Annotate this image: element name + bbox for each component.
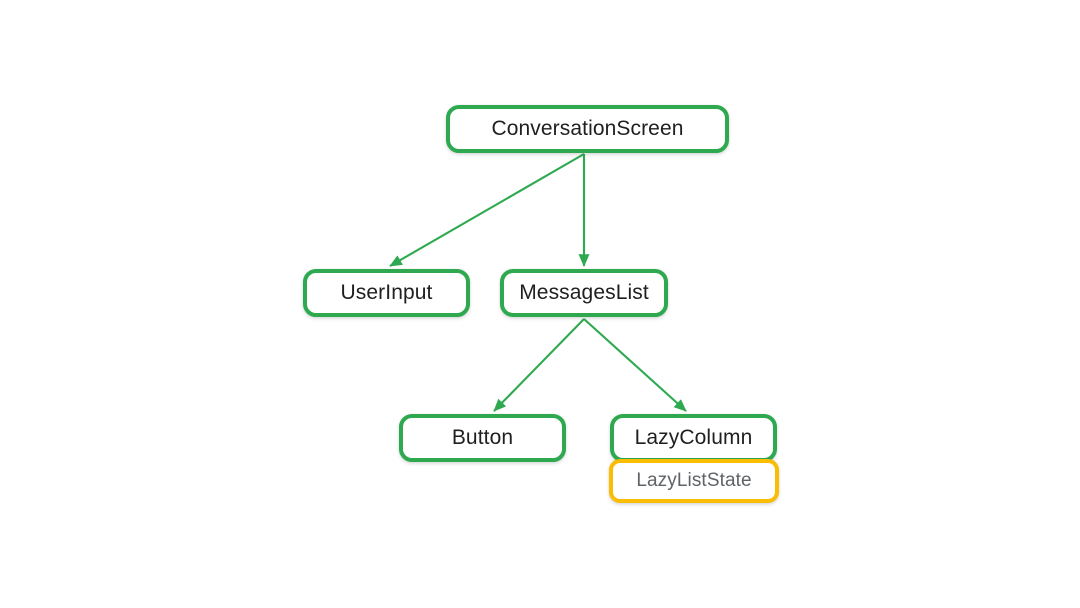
node-lazy-list-state[interactable]: LazyListState [609,459,779,503]
node-conversation-screen[interactable]: ConversationScreen [446,105,729,153]
node-label: LazyListState [636,470,752,491]
edge-messageslist-lazycolumn [583,318,687,412]
node-user-input[interactable]: UserInput [303,269,470,317]
node-label: LazyColumn [634,426,753,449]
node-messages-list[interactable]: MessagesList [500,269,668,317]
node-label: UserInput [340,281,433,304]
node-lazy-column[interactable]: LazyColumn [610,414,777,462]
node-label: ConversationScreen [491,117,684,140]
edge-messageslist-button [493,318,585,412]
edge-conversationscreen-userinput [389,153,585,267]
node-button[interactable]: Button [399,414,566,462]
node-label: MessagesList [519,281,649,304]
node-label: Button [451,426,514,449]
